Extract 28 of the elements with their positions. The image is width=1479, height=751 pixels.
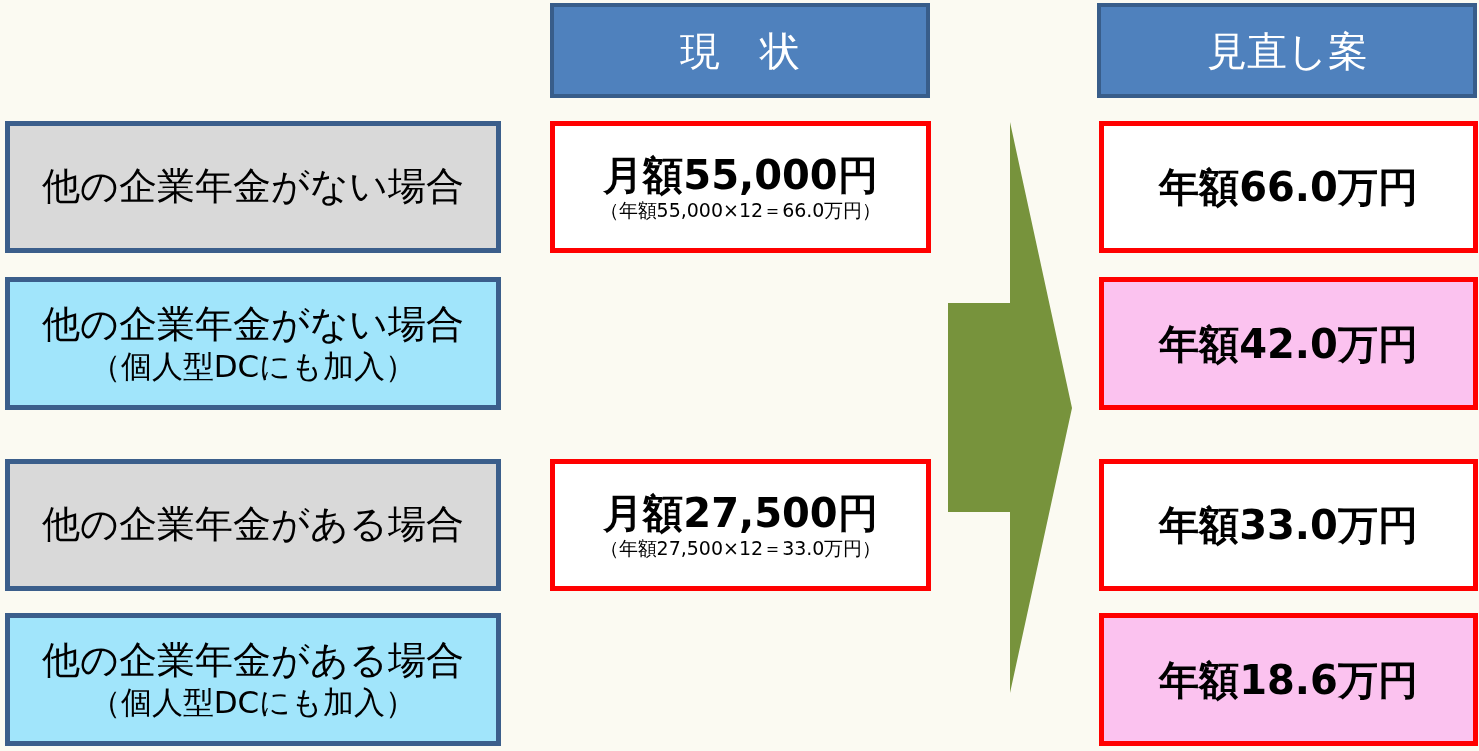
amount-box	[550, 459, 931, 591]
column-header	[550, 3, 930, 98]
calculation-note: （年額27,500×12＝33.0万円）	[599, 538, 882, 560]
amount-box	[1099, 121, 1478, 253]
amount-label: 月額55,000円	[603, 152, 878, 199]
case-box	[5, 277, 501, 410]
amount-box	[1099, 613, 1478, 746]
amount-label: 年額42.0万円	[1159, 320, 1418, 367]
amount-label: 月額27,500円	[603, 490, 878, 537]
case-box	[5, 613, 501, 746]
amount-label: 年額33.0万円	[1159, 502, 1418, 548]
case-label: 他の企業年金がある場合	[42, 638, 464, 683]
header-label: 現 状	[680, 27, 800, 74]
amount-box	[550, 121, 931, 253]
column-header	[1097, 3, 1477, 98]
amount-box	[1099, 277, 1478, 410]
case-note: （個人型DCにも加入）	[89, 348, 417, 385]
header-label: 見直し案	[1206, 27, 1368, 74]
case-note: （個人型DCにも加入）	[89, 684, 417, 721]
case-box	[5, 121, 501, 253]
amount-label: 年額66.0万円	[1159, 164, 1418, 210]
case-label: 他の企業年金がない場合	[42, 165, 464, 209]
case-label: 他の企業年金がない場合	[42, 302, 464, 347]
amount-label: 年額18.6万円	[1159, 656, 1418, 703]
calculation-note: （年額55,000×12＝66.0万円）	[599, 200, 882, 222]
case-box	[5, 459, 501, 591]
amount-box	[1099, 459, 1478, 591]
case-label: 他の企業年金がある場合	[42, 503, 464, 547]
